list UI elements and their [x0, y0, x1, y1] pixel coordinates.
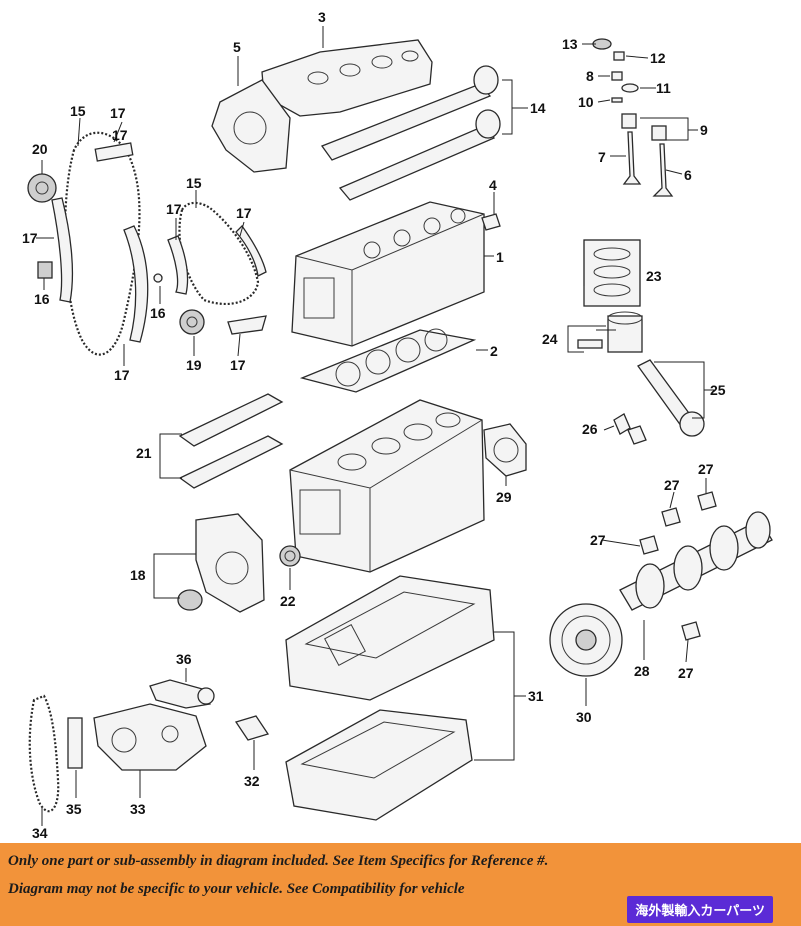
callout-32: 32 [244, 773, 260, 789]
callout-17-f: 17 [230, 357, 246, 373]
callout-14: 14 [530, 100, 546, 116]
callout-35: 35 [66, 801, 82, 817]
callout-19: 19 [186, 357, 202, 373]
callout-8: 8 [586, 68, 594, 84]
callout-4: 4 [489, 177, 497, 193]
callout-33: 33 [130, 801, 146, 817]
crank-pulley [549, 603, 623, 677]
callout-24: 24 [542, 331, 558, 347]
crankshaft [619, 491, 773, 641]
piston-rod-assembly [577, 239, 705, 445]
callout-20: 20 [32, 141, 48, 157]
head-gasket [299, 328, 477, 393]
callout-36: 36 [176, 651, 192, 667]
callout-15-mid: 15 [186, 175, 202, 191]
callout-28: 28 [634, 663, 650, 679]
callout-17-e: 17 [236, 205, 252, 221]
lower-oil-pan [285, 709, 473, 821]
camshafts [320, 65, 501, 201]
cylinder-head [291, 201, 485, 347]
oil-pickup [149, 679, 215, 709]
callout-22: 22 [280, 593, 296, 609]
callout-12: 12 [650, 50, 666, 66]
timing-cover-plate [211, 79, 291, 173]
upper-oil-pan [285, 575, 495, 701]
engine-block [289, 399, 485, 573]
callout-6: 6 [684, 167, 692, 183]
callout-16-left: 16 [34, 291, 50, 307]
valve-cover [261, 39, 433, 117]
timing-chain-assembly [27, 131, 267, 356]
engine-exploded-diagram: 1 2 3 4 5 6 7 8 9 10 11 12 13 14 15 15 1… [22, 9, 773, 838]
callout-26: 26 [582, 421, 598, 437]
seal-ring [279, 545, 301, 567]
callout-17-a: 17 [110, 105, 126, 121]
disclaimer-line-2: Diagram may not be specific to your vehi… [8, 881, 465, 897]
oil-pan-bracket [234, 715, 270, 741]
callout-18: 18 [130, 567, 146, 583]
callout-11: 11 [656, 80, 671, 96]
disclaimer-line-1: Only one part or sub-assembly in diagram… [8, 853, 549, 869]
callout-30: 30 [576, 709, 592, 725]
chain-tensioner [67, 717, 83, 769]
callout-10: 10 [578, 94, 594, 110]
callout-29: 29 [496, 489, 512, 505]
callout-31: 31 [528, 688, 544, 704]
callout-1: 1 [496, 249, 504, 265]
rear-seal-housing [483, 423, 527, 477]
callout-3: 3 [318, 9, 326, 25]
callout-16-mid: 16 [150, 305, 166, 321]
leader-lines [36, 26, 714, 826]
callout-9: 9 [700, 122, 708, 138]
head-bracket [481, 213, 501, 231]
callout-2: 2 [490, 343, 498, 359]
callout-labels: 1 2 3 4 5 6 7 8 9 10 11 12 13 14 15 15 1… [22, 9, 726, 838]
callout-13: 13 [562, 36, 578, 52]
callout-17-d: 17 [166, 201, 182, 217]
callout-17-g: 17 [112, 127, 128, 143]
front-cover [177, 513, 265, 613]
callout-17-c: 17 [114, 367, 130, 383]
callout-7: 7 [598, 149, 606, 165]
callout-27-a: 27 [590, 532, 606, 548]
callout-15-left: 15 [70, 103, 86, 119]
oil-pump [93, 703, 207, 771]
callout-17-b: 17 [22, 230, 38, 246]
callout-21: 21 [136, 445, 152, 461]
seller-watermark: 海外製輸入カーパーツ [627, 896, 773, 923]
valve-train-parts [592, 38, 674, 197]
callout-25: 25 [710, 382, 726, 398]
callout-27-d: 27 [678, 665, 694, 681]
balance-shafts [178, 393, 284, 489]
callout-5: 5 [233, 39, 241, 55]
callout-27-b: 27 [664, 477, 680, 493]
callout-23: 23 [646, 268, 662, 284]
callout-34: 34 [32, 825, 48, 838]
callout-27-c: 27 [698, 461, 714, 477]
oil-pump-chain [28, 694, 60, 813]
